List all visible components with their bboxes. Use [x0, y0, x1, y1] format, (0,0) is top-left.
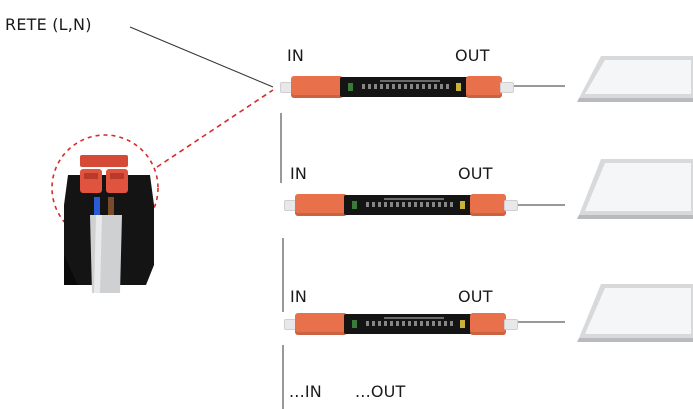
network-label: RETE (L,N)	[5, 15, 92, 34]
led-driver-2	[284, 192, 518, 218]
in-label-3: IN	[290, 287, 308, 306]
in-label-1: IN	[287, 46, 305, 65]
led-driver-3	[284, 311, 518, 337]
led-driver-1	[280, 74, 514, 100]
callout-leader	[156, 89, 274, 168]
terminal-connector	[50, 145, 170, 293]
in-label-more: ...IN	[289, 382, 322, 401]
in-label-2: IN	[290, 164, 308, 183]
led-panel-3	[573, 280, 693, 350]
out-label-2: OUT	[458, 164, 493, 183]
led-panel-2	[573, 155, 693, 225]
network-leader-line	[129, 26, 274, 88]
out-label-more: ...OUT	[355, 382, 406, 401]
out-label-1: OUT	[455, 46, 490, 65]
led-panel-1	[573, 52, 693, 122]
out-label-3: OUT	[458, 287, 493, 306]
